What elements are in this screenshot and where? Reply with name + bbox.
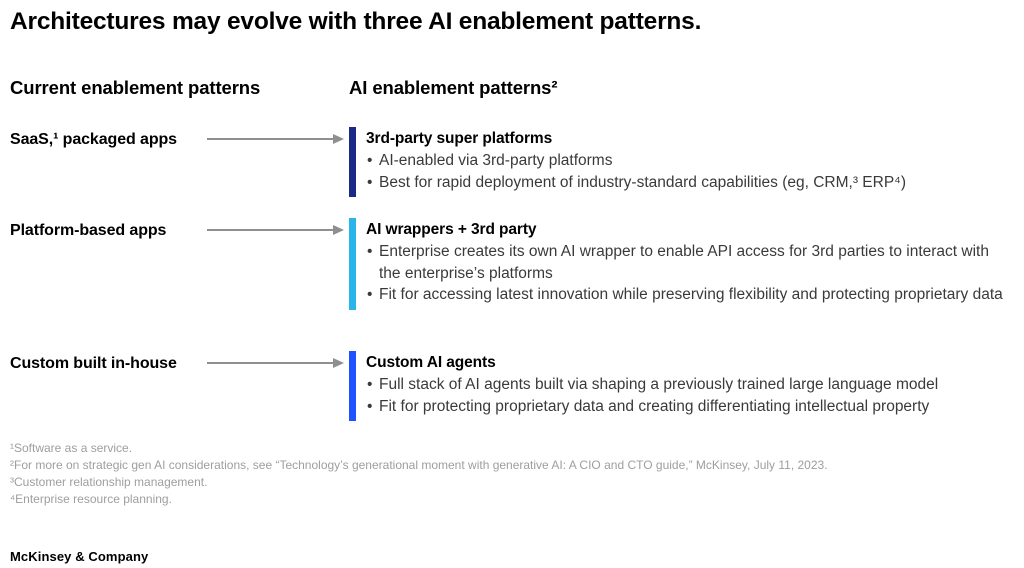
footnote-2: ²For more on strategic gen AI considerat… xyxy=(10,458,828,472)
pattern-content: Custom AI agents Full stack of AI agents… xyxy=(349,351,938,421)
row-label: Platform-based apps xyxy=(10,222,167,239)
page-title: Architectures may evolve with three AI e… xyxy=(10,8,702,35)
bullet-item: Full stack of AI agents built via shapin… xyxy=(366,374,938,396)
pattern-bullet-list: Enterprise creates its own AI wrapper to… xyxy=(366,241,1014,306)
pattern-content: 3rd-party super platforms AI-enabled via… xyxy=(349,127,906,197)
column-header-current: Current enablement patterns xyxy=(10,77,261,98)
footnotes: ¹Software as a service. ²For more on str… xyxy=(10,440,828,508)
pattern-bullet-list: AI-enabled via 3rd-party platforms Best … xyxy=(366,150,906,193)
arrow-right-icon xyxy=(207,224,344,235)
bullet-item: Fit for accessing latest innovation whil… xyxy=(366,284,1014,306)
bullet-item: Fit for protecting proprietary data and … xyxy=(366,396,938,418)
footnote-3: ³Customer relationship management. xyxy=(10,475,208,489)
pattern-heading: Custom AI agents xyxy=(366,354,496,371)
row-label: Custom built in-house xyxy=(10,355,177,372)
row-label: SaaS,¹ packaged apps xyxy=(10,131,177,148)
arrow-right-icon xyxy=(207,357,344,368)
pattern-content: AI wrappers + 3rd party Enterprise creat… xyxy=(349,218,1014,310)
column-header-ai: AI enablement patterns² xyxy=(349,77,558,98)
pattern-bullet-list: Full stack of AI agents built via shapin… xyxy=(366,374,938,417)
pattern-heading: AI wrappers + 3rd party xyxy=(366,221,537,238)
footnote-4: ⁴Enterprise resource planning. xyxy=(10,492,172,506)
footnote-1: ¹Software as a service. xyxy=(10,441,133,455)
arrow-right-icon xyxy=(207,133,344,144)
column-headers: Current enablement patterns AI enablemen… xyxy=(10,77,1014,101)
bullet-item: Enterprise creates its own AI wrapper to… xyxy=(366,241,1014,284)
bullet-item: AI-enabled via 3rd-party platforms xyxy=(366,150,906,172)
bullet-item: Best for rapid deployment of industry-st… xyxy=(366,172,906,194)
mckinsey-logo: McKinsey & Company xyxy=(10,549,149,564)
pattern-heading: 3rd-party super platforms xyxy=(366,130,553,147)
